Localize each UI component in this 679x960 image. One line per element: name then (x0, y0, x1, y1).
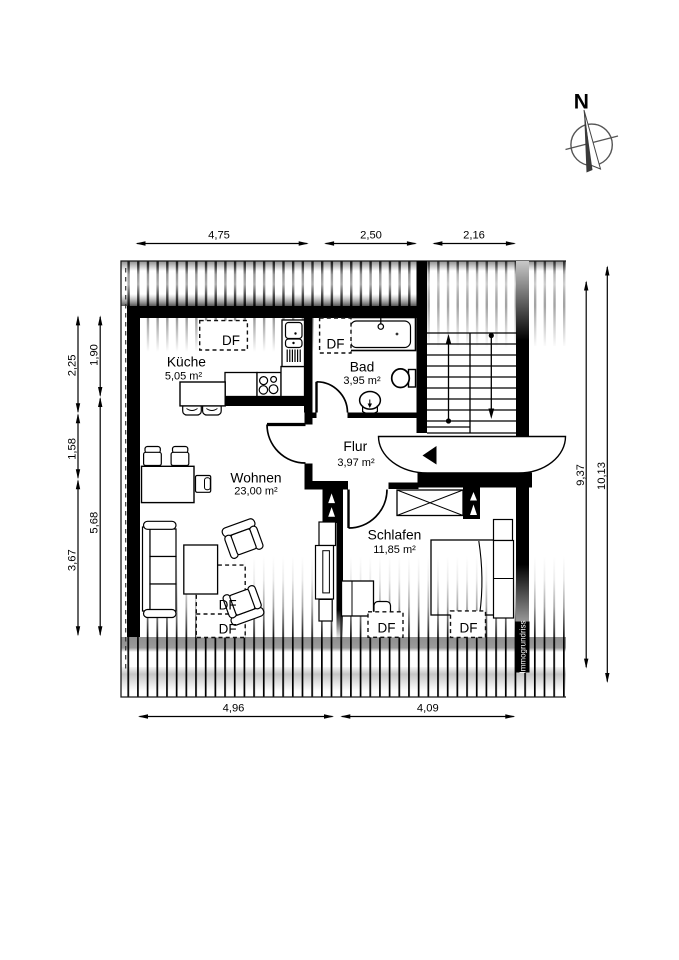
svg-text:Immogrundriss: Immogrundriss (519, 621, 528, 674)
svg-text:Wohnen: Wohnen (230, 471, 281, 486)
svg-text:Flur: Flur (343, 439, 367, 454)
svg-text:4,09: 4,09 (417, 703, 439, 715)
svg-text:N: N (574, 91, 589, 114)
svg-text:DF: DF (378, 621, 396, 636)
svg-text:DF: DF (219, 598, 237, 613)
svg-text:2,25: 2,25 (67, 355, 79, 377)
svg-text:DF: DF (327, 336, 345, 351)
svg-text:2,50: 2,50 (360, 230, 382, 242)
svg-text:4,75: 4,75 (208, 230, 230, 242)
svg-text:4,96: 4,96 (223, 703, 245, 715)
svg-text:DF: DF (460, 621, 478, 636)
svg-text:3,67: 3,67 (67, 549, 79, 571)
svg-text:2,16: 2,16 (463, 230, 485, 242)
svg-text:5,05 m²: 5,05 m² (165, 370, 203, 382)
svg-text:23,00 m²: 23,00 m² (234, 486, 278, 498)
svg-text:5,68: 5,68 (89, 512, 101, 534)
svg-text:9,37: 9,37 (575, 464, 587, 486)
svg-text:11,85 m²: 11,85 m² (373, 544, 416, 556)
svg-text:3,95 m²: 3,95 m² (343, 375, 381, 387)
svg-text:1,58: 1,58 (67, 438, 79, 460)
svg-text:3,97 m²: 3,97 m² (337, 457, 375, 469)
svg-text:Bad: Bad (350, 360, 375, 375)
svg-text:DF: DF (222, 333, 240, 348)
svg-text:Schlafen: Schlafen (368, 527, 422, 542)
svg-text:DF: DF (219, 622, 237, 637)
svg-text:1,90: 1,90 (89, 344, 101, 366)
svg-text:10,13: 10,13 (596, 462, 608, 490)
svg-text:Küche: Küche (167, 355, 206, 370)
